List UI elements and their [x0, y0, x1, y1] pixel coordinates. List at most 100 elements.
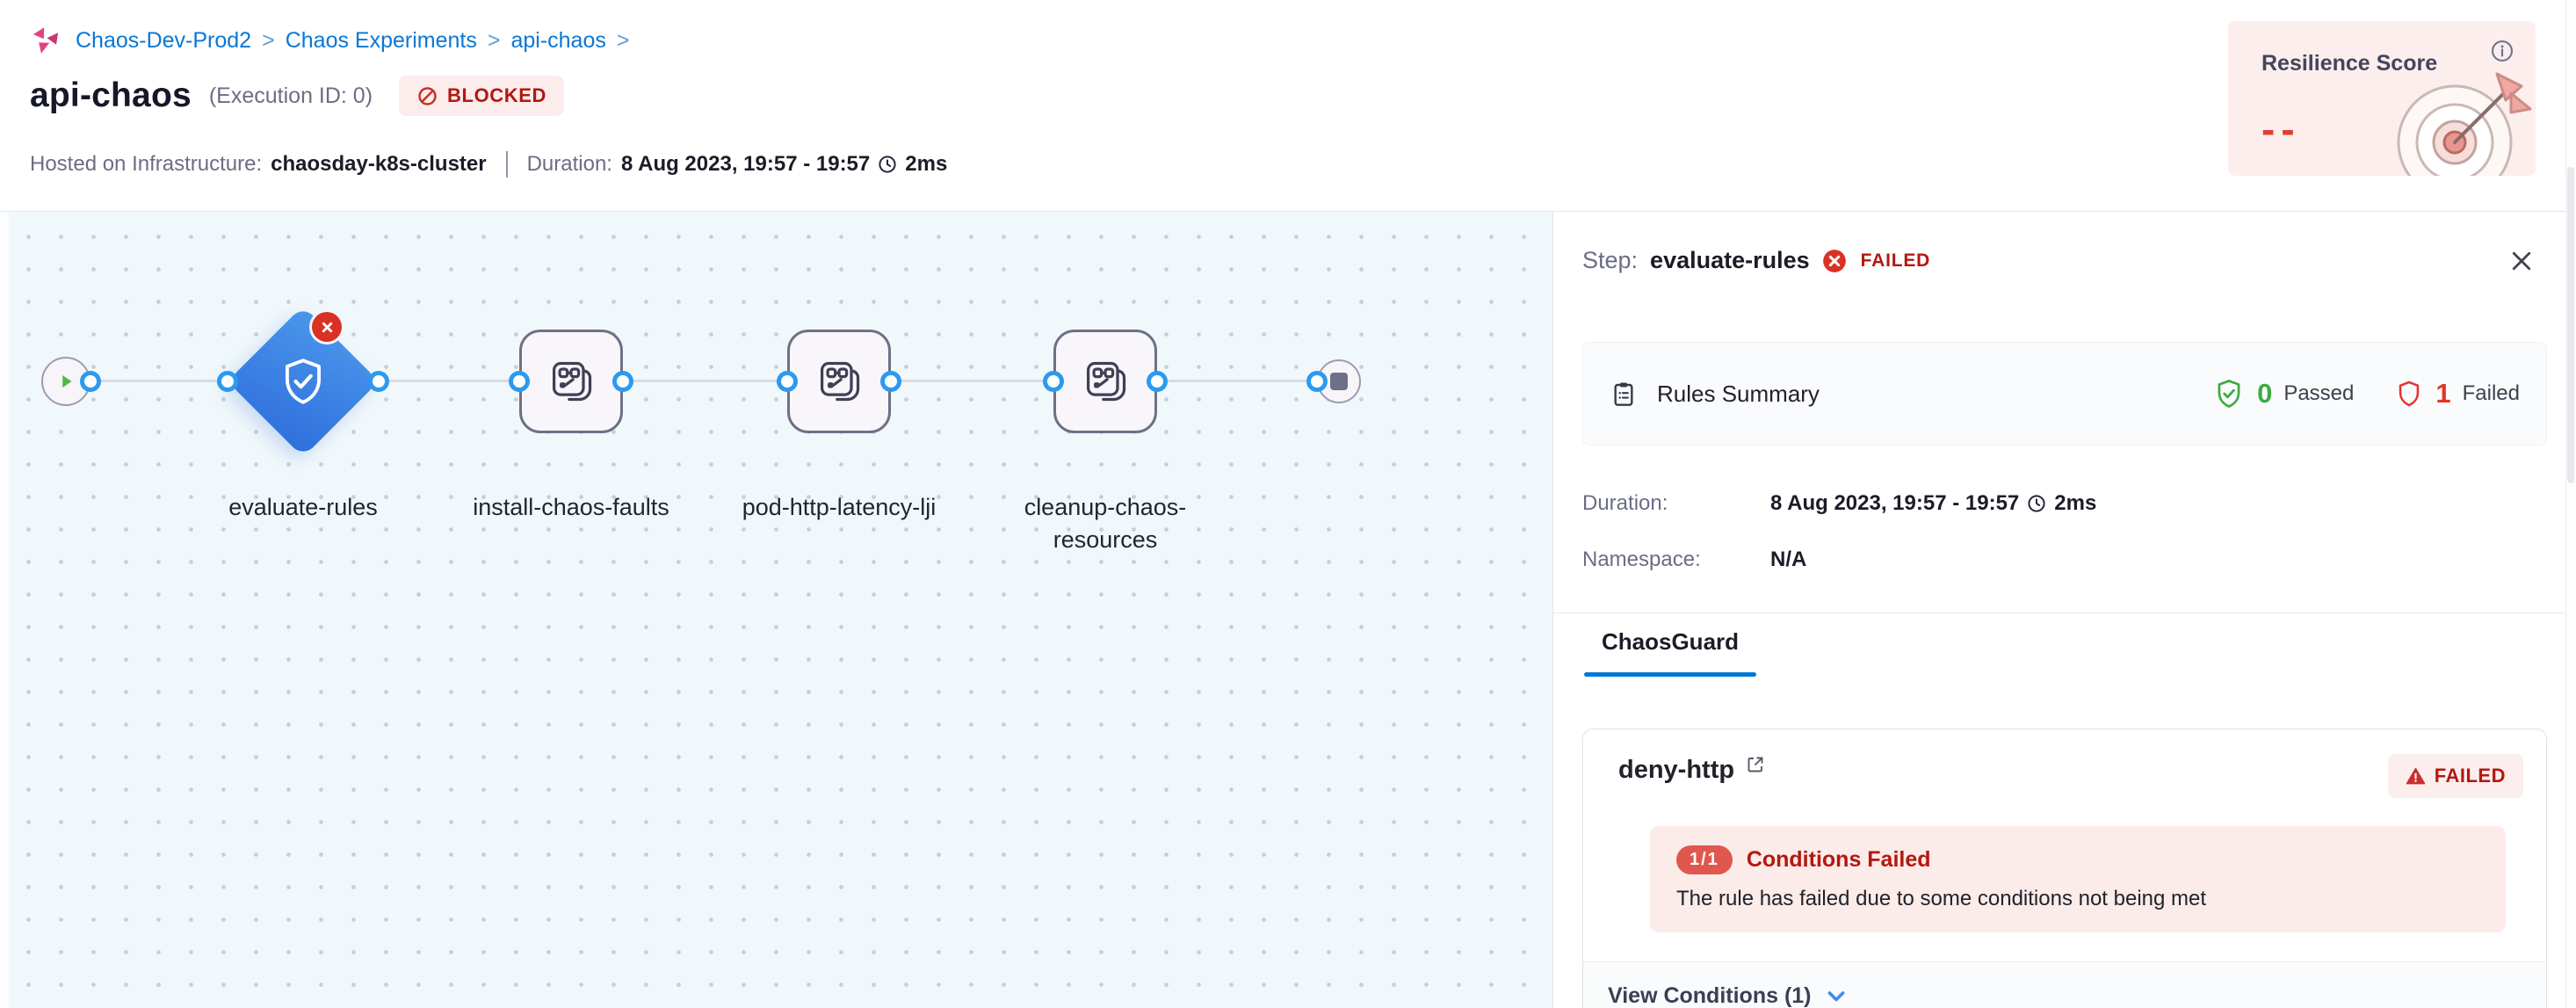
- connector-port[interactable]: [368, 371, 389, 392]
- pipeline-end-node[interactable]: [1317, 359, 1361, 403]
- failed-circle-icon: [1822, 249, 1846, 272]
- step-label: Step:: [1582, 247, 1639, 273]
- connector-port[interactable]: [80, 371, 101, 392]
- clipboard-icon: [1614, 382, 1633, 406]
- page-header: Chaos-Dev-Prod2 > Chaos Experiments > ap…: [0, 0, 2576, 212]
- close-icon: [2512, 251, 2531, 271]
- connector-port[interactable]: [1043, 371, 1064, 392]
- active-tab-indicator: [1584, 672, 1757, 677]
- x-icon: [322, 322, 332, 332]
- node-label-install-chaos-faults: install-chaos-faults: [473, 494, 669, 520]
- breadcrumb: Chaos-Dev-Prod2 > Chaos Experiments > ap…: [30, 25, 629, 56]
- resilience-score-value: --: [2261, 106, 2301, 152]
- step-status: FAILED: [1860, 250, 1931, 271]
- rules-summary-card: Rules Summary 0 Passed 1 Failed: [1582, 342, 2547, 446]
- pipeline-edge: [66, 380, 1339, 382]
- panel-duration-total: 2ms: [2054, 491, 2097, 515]
- conditions-failed-title: Conditions Failed: [1746, 847, 1931, 872]
- step-name: evaluate-rules: [1650, 247, 1810, 273]
- step-details-panel: Step: evaluate-rules FAILED: [1552, 212, 2576, 1008]
- rule-status-label: FAILED: [2434, 765, 2506, 787]
- header-divider: [0, 211, 2576, 212]
- failed-count: 1: [2435, 378, 2451, 409]
- node-failed-badge: [312, 312, 342, 342]
- rule-status-badge: FAILED: [2387, 754, 2523, 798]
- duration-row: Duration: 8 Aug 2023, 19:57 - 19:57 2ms: [1582, 491, 2096, 516]
- node-cleanup-chaos-resources[interactable]: [1053, 330, 1157, 433]
- failed-label: Failed: [2462, 381, 2520, 405]
- info-icon[interactable]: [2490, 39, 2514, 63]
- connector-port[interactable]: [217, 371, 238, 392]
- panel-duration-label: Duration:: [1582, 491, 1668, 515]
- duration-label: Duration:: [526, 152, 612, 176]
- rule-result-card: deny-http FAILED 1/1 Conditions: [1582, 729, 2547, 1008]
- warning-triangle-icon: [2406, 767, 2425, 784]
- chaos-module-logo-icon: [33, 27, 59, 54]
- infra-value: chaosday-k8s-cluster: [271, 152, 487, 176]
- node-install-chaos-faults[interactable]: [519, 330, 623, 433]
- title-row: api-chaos (Execution ID: 0) BLOCKED: [30, 76, 565, 116]
- meta-divider: [505, 151, 508, 178]
- target-arrow-illustration: [2397, 72, 2532, 176]
- chevron-down-icon: [1827, 990, 1844, 1001]
- conditions-failed-message: The rule has failed due to some conditio…: [1676, 887, 2207, 910]
- status-badge-blocked: BLOCKED: [399, 76, 565, 116]
- meta-row: Hosted on Infrastructure: chaosday-k8s-c…: [30, 151, 947, 178]
- chaos-step-icon: [821, 361, 860, 402]
- namespace-label: Namespace:: [1582, 548, 1701, 571]
- resilience-score-title: Resilience Score: [2261, 51, 2438, 76]
- resilience-score-card: Resilience Score --: [2228, 21, 2536, 176]
- connector-port[interactable]: [612, 371, 633, 392]
- rules-summary-title: Rules Summary: [1657, 380, 1820, 407]
- namespace-value: N/A: [1770, 548, 1807, 571]
- infra-label: Hosted on Infrastructure:: [30, 152, 263, 176]
- canvas-left-gutter: [0, 212, 9, 1008]
- breadcrumb-link-project[interactable]: Chaos-Dev-Prod2: [76, 27, 252, 53]
- node-pod-http-latency-lji[interactable]: [787, 330, 891, 433]
- conditions-failed-alert: 1/1 Conditions Failed The rule has faile…: [1650, 826, 2506, 932]
- stop-icon: [1330, 373, 1348, 390]
- connector-port[interactable]: [880, 371, 901, 392]
- scrollbar-thumb[interactable]: [2567, 167, 2574, 483]
- external-link-icon[interactable]: [1745, 754, 1766, 775]
- namespace-row: Namespace: N/A: [1582, 548, 1806, 572]
- connector-port[interactable]: [509, 371, 530, 392]
- tab-chaosguard-label: ChaosGuard: [1602, 628, 1740, 655]
- breadcrumb-separator: >: [487, 27, 501, 53]
- duration-total: 2ms: [905, 152, 948, 176]
- chaos-step-icon: [553, 361, 592, 402]
- duration-value: 8 Aug 2023, 19:57 - 19:57: [620, 152, 871, 176]
- view-conditions-label: View Conditions (1): [1608, 983, 1812, 1008]
- shield-check-green-icon: [2218, 380, 2240, 408]
- breadcrumb-separator: >: [262, 27, 275, 53]
- execution-id: (Execution ID: 0): [208, 83, 373, 108]
- chaos-step-icon: [1087, 361, 1126, 402]
- page-scrollbar[interactable]: [2565, 0, 2576, 1008]
- tab-chaosguard[interactable]: ChaosGuard: [1584, 628, 1757, 677]
- view-conditions-toggle[interactable]: View Conditions (1): [1608, 983, 1849, 1008]
- node-label-cleanup-chaos-resources: cleanup-chaos-resources: [1024, 494, 1187, 554]
- breadcrumb-link-experiment[interactable]: api-chaos: [510, 27, 606, 53]
- rule-name-link[interactable]: deny-http: [1618, 756, 1735, 784]
- rule-card-footer: View Conditions (1): [1583, 961, 2546, 1008]
- pipeline-canvas[interactable]: evaluate-rules install-chaos-faults pod-…: [0, 212, 1552, 1008]
- conditions-ratio-pill: 1/1: [1676, 845, 1733, 874]
- status-badge-label: BLOCKED: [447, 84, 547, 106]
- clock-icon: [2028, 495, 2045, 512]
- passed-count: 0: [2257, 378, 2273, 409]
- panel-duration-value: 8 Aug 2023, 19:57 - 19:57: [1770, 491, 2020, 515]
- breadcrumb-separator: >: [616, 27, 630, 53]
- clock-icon: [879, 156, 896, 173]
- connector-port[interactable]: [1306, 371, 1328, 392]
- connector-port[interactable]: [1147, 371, 1168, 392]
- node-label-evaluate-rules: evaluate-rules: [228, 494, 378, 520]
- failed-count-group: 1 Failed: [2394, 378, 2520, 410]
- connector-port[interactable]: [777, 371, 798, 392]
- passed-label: Passed: [2283, 381, 2355, 405]
- shield-red-icon: [2399, 381, 2420, 407]
- node-evaluate-rules[interactable]: [227, 305, 380, 458]
- breadcrumb-link-chaos-experiments[interactable]: Chaos Experiments: [285, 27, 477, 53]
- close-panel-button[interactable]: [2506, 245, 2537, 277]
- node-label-pod-http-latency-lji: pod-http-latency-lji: [742, 494, 937, 520]
